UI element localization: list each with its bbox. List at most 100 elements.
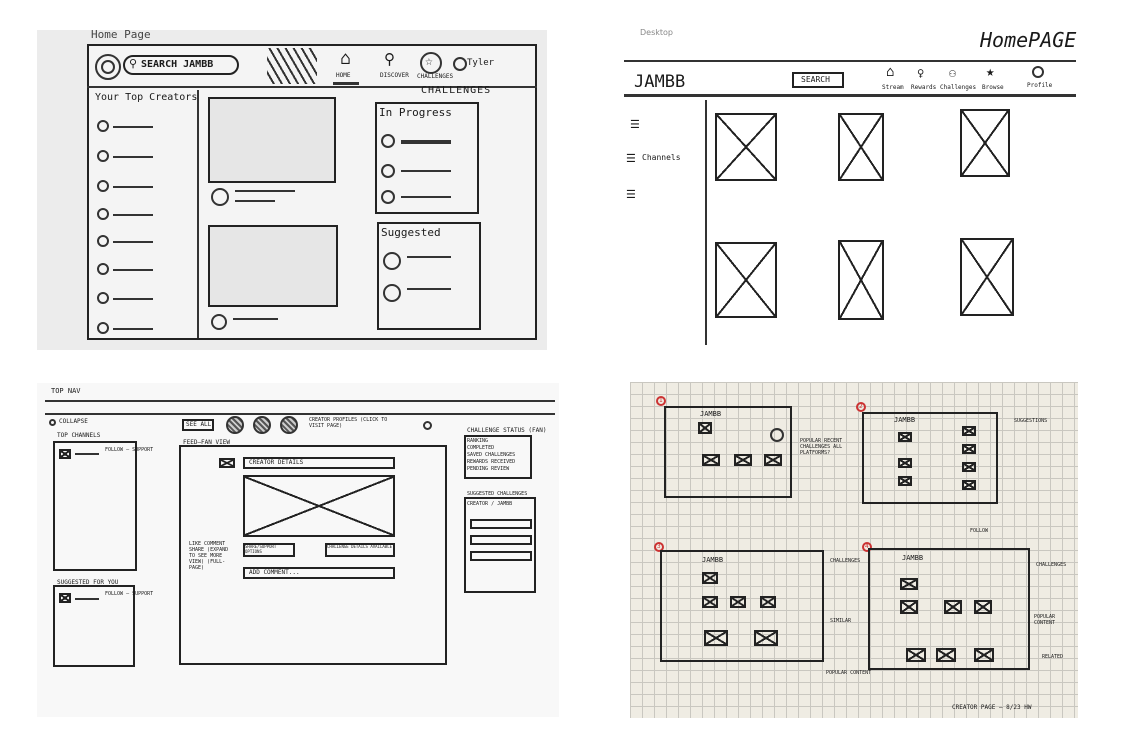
creator-avatar[interactable] [226, 416, 244, 434]
progress-avatar[interactable] [381, 190, 395, 204]
challenge-row[interactable] [470, 535, 532, 545]
share-support-button[interactable] [243, 543, 295, 557]
nav-discover[interactable]: DISCOVER [380, 72, 409, 79]
sidebar-icon-1[interactable]: ☰ [630, 118, 640, 131]
challenge-row[interactable] [470, 519, 532, 529]
creator-avatar[interactable] [97, 292, 109, 304]
thumb[interactable] [974, 600, 992, 614]
feed-avatar-1[interactable] [211, 188, 229, 206]
thumb[interactable] [704, 630, 728, 646]
creator-avatar[interactable] [97, 180, 109, 192]
content-thumbnail[interactable] [838, 113, 884, 181]
feed-media-2[interactable] [208, 225, 338, 307]
status-item[interactable]: PENDING REVIEW [467, 466, 510, 472]
next-arrow-icon[interactable] [423, 421, 432, 430]
collapse-label[interactable]: COLLAPSE [59, 418, 88, 425]
creator-avatar[interactable] [97, 263, 109, 275]
search-button[interactable] [792, 72, 844, 88]
status-item[interactable]: COMPLETED [467, 445, 495, 451]
thumb[interactable] [734, 454, 752, 466]
channel-thumbnail[interactable] [59, 449, 71, 459]
content-thumbnail[interactable] [960, 238, 1014, 316]
feed-media[interactable] [243, 475, 395, 537]
stream-icon[interactable]: ⌂ [886, 64, 895, 80]
creator-details-bar[interactable] [243, 457, 395, 469]
add-comment-input[interactable] [243, 567, 395, 579]
jambb-logo[interactable]: JAMBB [634, 72, 686, 92]
suggested-avatar[interactable] [383, 252, 401, 270]
creator-avatar[interactable] [97, 208, 109, 220]
nav-browse[interactable]: Browse [982, 84, 1004, 91]
thumb[interactable] [900, 578, 918, 590]
follow-support-1[interactable]: FOLLOW — SUPPORT [105, 447, 154, 453]
thumb[interactable] [962, 444, 976, 454]
thumb[interactable] [974, 648, 994, 662]
nav-home[interactable]: HOME [336, 72, 351, 79]
sidebar-channels[interactable]: Channels [642, 153, 681, 162]
thumb[interactable] [898, 476, 912, 486]
thumb[interactable] [936, 648, 956, 662]
sidebar-icon-3[interactable]: ☰ [626, 188, 636, 201]
challenge-details-button[interactable] [325, 543, 395, 557]
sidebar-icon-2[interactable]: ☰ [626, 152, 636, 165]
challenges-icon[interactable]: ⚇ [949, 66, 957, 80]
content-thumbnail[interactable] [838, 240, 884, 320]
thumb[interactable] [962, 426, 976, 436]
thumb[interactable] [760, 596, 776, 608]
status-item[interactable]: SAVED CHALLENGES [467, 452, 516, 458]
content-thumbnail[interactable] [715, 113, 777, 181]
nav-challenges[interactable]: Challenges [940, 84, 977, 91]
marker-circle [770, 428, 784, 442]
thumb[interactable] [754, 630, 778, 646]
creator-thumbnail[interactable] [219, 458, 235, 468]
feed-avatar-2[interactable] [211, 314, 227, 330]
feed-media-1[interactable] [208, 97, 336, 183]
user-avatar-icon[interactable] [453, 57, 467, 71]
progress-avatar[interactable] [381, 164, 395, 178]
thumb[interactable] [900, 600, 918, 614]
thumb[interactable] [898, 458, 912, 468]
sketch-creator-page: 1 JAMBB POPULAR RECENT CHALLENGES ALL PL… [630, 382, 1078, 718]
discover-icon[interactable]: ⚲ [384, 50, 395, 68]
challenges-star-icon[interactable] [420, 52, 442, 74]
creator-avatar[interactable] [97, 150, 109, 162]
rewards-icon[interactable]: ♀ [917, 66, 925, 80]
nav-profile[interactable]: Profile [1027, 82, 1053, 89]
nav-rewards[interactable]: Rewards [911, 84, 937, 91]
suggested-avatar[interactable] [383, 284, 401, 302]
search-bar[interactable] [123, 55, 239, 75]
nav-challenges[interactable]: CHALLENGES [417, 73, 454, 80]
content-thumbnail[interactable] [960, 109, 1010, 177]
creator-avatar[interactable] [280, 416, 298, 434]
creator-avatar[interactable] [253, 416, 271, 434]
thumb[interactable] [730, 596, 746, 608]
creator-avatar[interactable] [97, 120, 109, 132]
creator-avatar[interactable] [97, 322, 109, 334]
content-thumbnail[interactable] [715, 242, 777, 318]
thumb[interactable] [944, 600, 962, 614]
follow-support-2[interactable]: FOLLOW — SUPPORT [105, 591, 154, 597]
see-all-button[interactable] [182, 419, 214, 431]
suggested-thumbnail[interactable] [59, 593, 71, 603]
progress-avatar[interactable] [381, 134, 395, 148]
thumb[interactable] [962, 462, 976, 472]
challenge-row[interactable] [470, 551, 532, 561]
profile-icon[interactable] [1032, 66, 1044, 78]
status-item[interactable]: RANKING [467, 438, 489, 444]
thumb[interactable] [764, 454, 782, 466]
brand-1: JAMBB [700, 410, 722, 418]
thumb[interactable] [962, 480, 976, 490]
collapse-icon[interactable] [49, 419, 56, 426]
creator-avatar[interactable] [97, 235, 109, 247]
nav-stream[interactable]: Stream [882, 84, 904, 91]
thumb[interactable] [702, 454, 720, 466]
status-item[interactable]: REWARDS RECEIVED [467, 459, 516, 465]
sketch-desktop-homepage: Desktop HomePAGE JAMBB SEARCH ⌂ Stream ♀… [620, 20, 1085, 350]
browse-icon[interactable]: ★ [986, 64, 995, 80]
thumb[interactable] [702, 572, 718, 584]
thumb[interactable] [898, 432, 912, 442]
home-icon[interactable]: ⌂ [340, 48, 351, 69]
thumb[interactable] [906, 648, 926, 662]
thumb[interactable] [702, 596, 718, 608]
thumb[interactable] [698, 422, 712, 434]
